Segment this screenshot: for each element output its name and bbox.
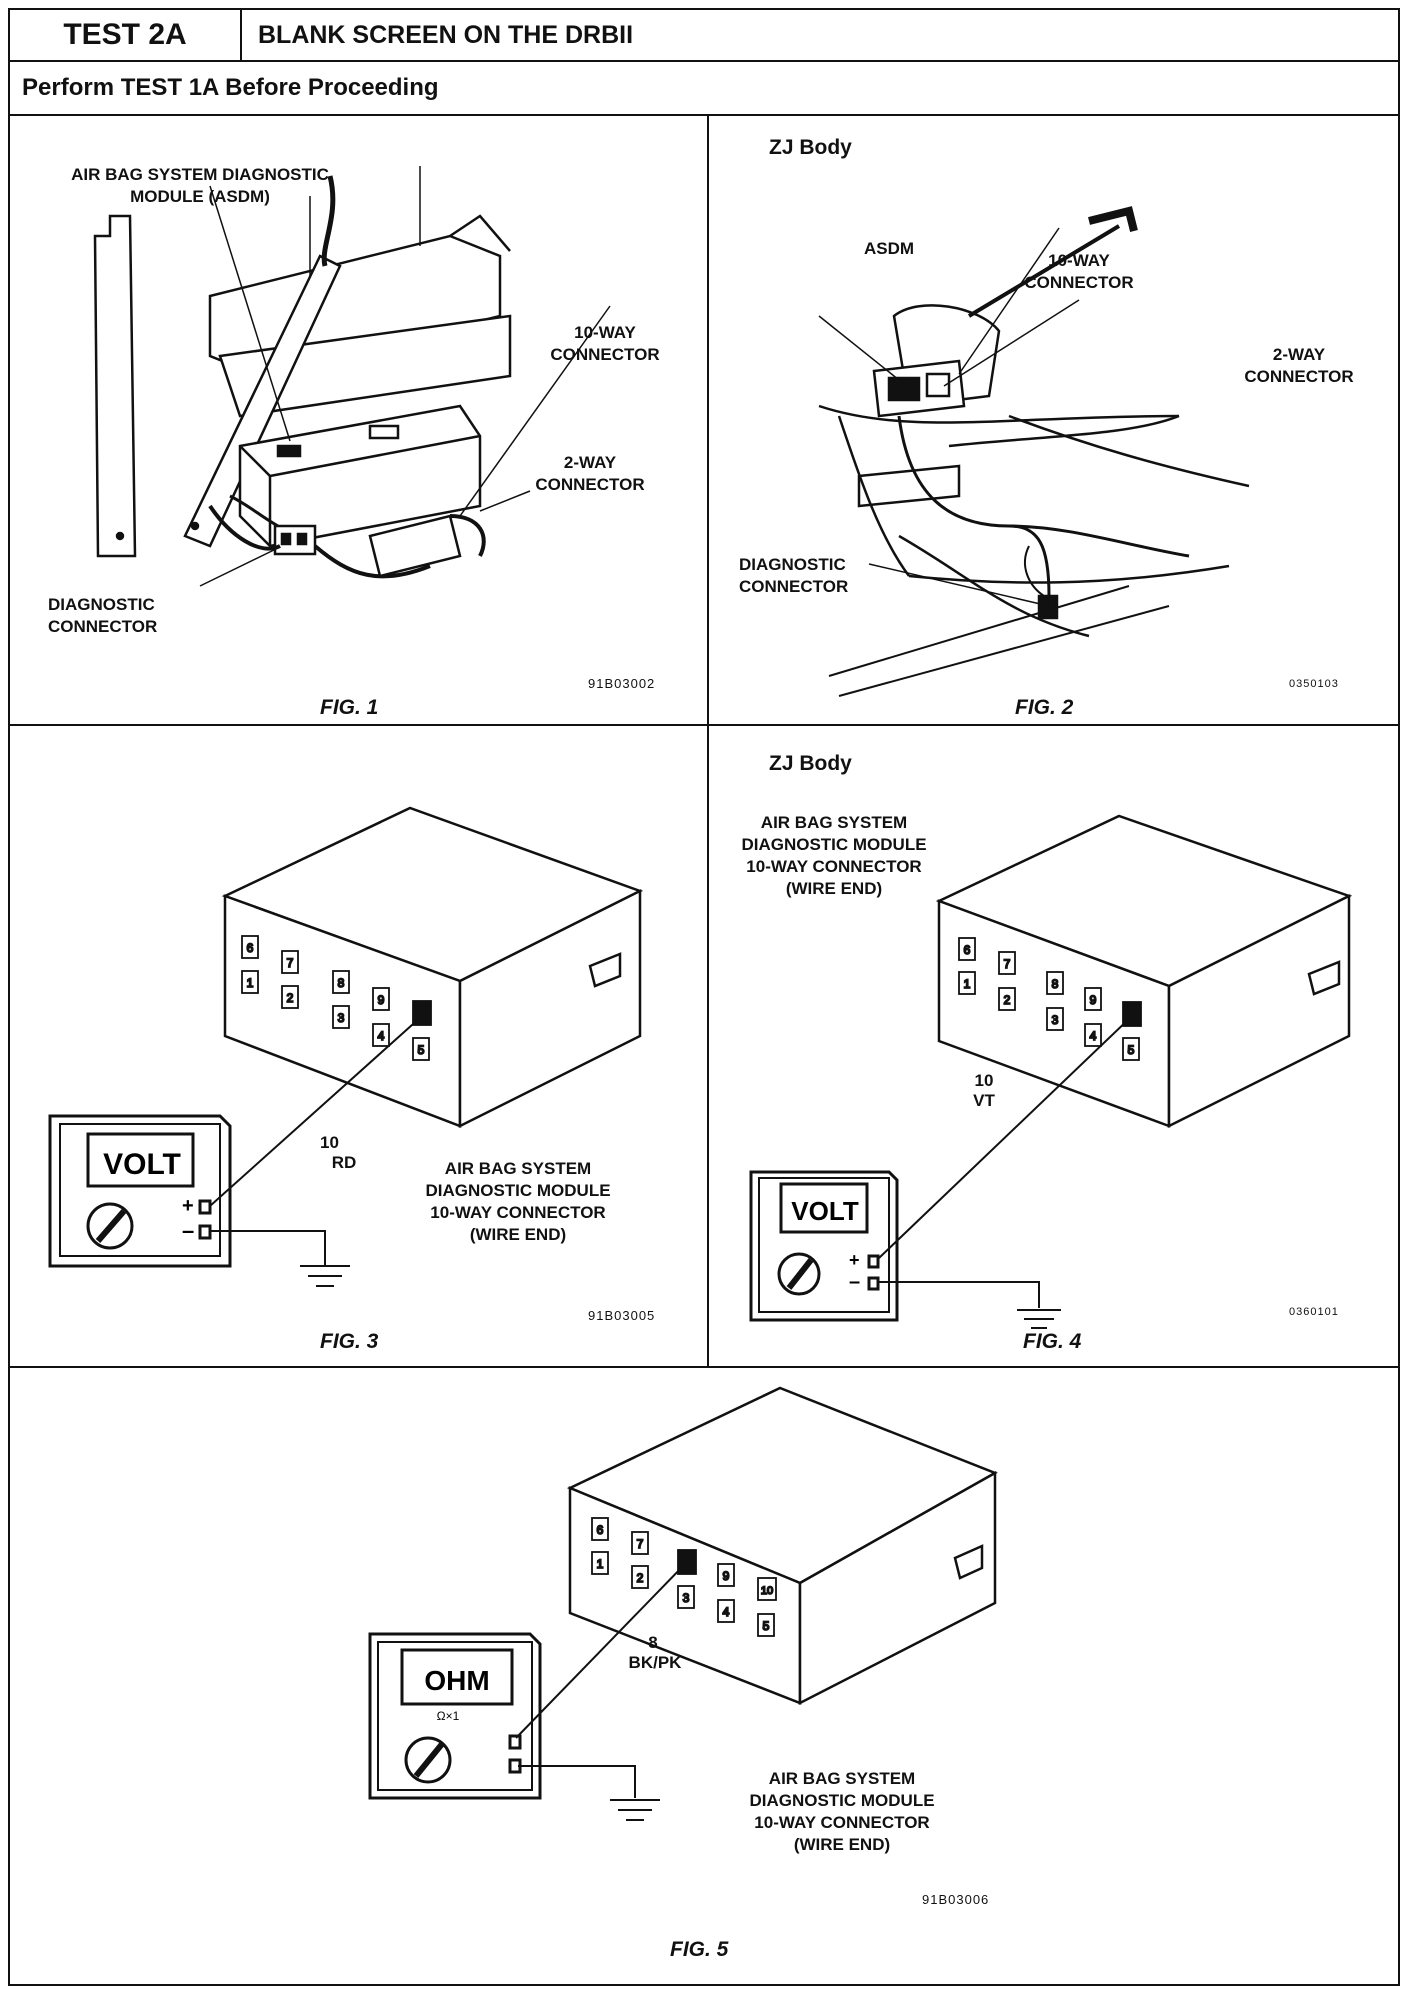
- fig1-asdm-label: AIR BAG SYSTEM DIAGNOSTIC MODULE (ASDM): [71, 165, 329, 206]
- svg-text:3: 3: [683, 1591, 690, 1605]
- fig3-meter-display: VOLT: [103, 1148, 181, 1181]
- fig3-minus-sign: –: [182, 1218, 194, 1243]
- fig2-asdm-label: ASDM: [863, 239, 915, 258]
- fig5-code: 91B03006: [922, 1892, 990, 1907]
- fig4-caption: FIG. 4: [1023, 1330, 1082, 1353]
- svg-text:3: 3: [338, 1011, 345, 1025]
- asdm-location-illustration: [93, 166, 611, 587]
- test-header: TEST 2A BLANK SCREEN ON THE DRBII: [10, 10, 1398, 62]
- fig3-code: 91B03005: [588, 1308, 656, 1323]
- svg-text:10: 10: [761, 1585, 773, 1597]
- fig4-body-label: ZJ Body: [769, 752, 852, 775]
- grid-divider-row2: [10, 1366, 1398, 1368]
- voltmeter-test-rd-illustration: 6 7 1 2 8 3 9 4 5 VOLT +: [48, 806, 644, 1287]
- svg-text:6: 6: [964, 943, 971, 957]
- svg-text:1: 1: [247, 976, 254, 990]
- svg-text:5: 5: [763, 1619, 770, 1633]
- fig2-diagnostic-label: DIAGNOSTIC CONNECTOR: [739, 555, 849, 596]
- fig3-wire-num: 10: [320, 1133, 339, 1152]
- grid-divider-vertical: [707, 116, 709, 1368]
- fig3-module-label: AIR BAG SYSTEM DIAGNOSTIC MODULE 10-WAY …: [425, 1159, 611, 1244]
- svg-text:7: 7: [1004, 957, 1011, 971]
- prerequisite-row: Perform TEST 1A Before Proceeding: [10, 62, 1398, 116]
- fig1-10-way-label: 10-WAY CONNECTOR: [550, 323, 660, 364]
- fig5-module-label: AIR BAG SYSTEM DIAGNOSTIC MODULE 10-WAY …: [749, 1769, 935, 1854]
- prerequisite-text: Perform TEST 1A Before Proceeding: [22, 74, 439, 101]
- grid-divider-row1: [10, 724, 1398, 726]
- svg-text:1: 1: [964, 977, 971, 991]
- fig4-code: 0360101: [1289, 1306, 1339, 1318]
- fig5-caption: FIG. 5: [670, 1938, 729, 1961]
- svg-text:9: 9: [378, 993, 385, 1007]
- fig4-meter-display: VOLT: [791, 1196, 859, 1226]
- svg-text:9: 9: [723, 1569, 730, 1583]
- svg-text:4: 4: [723, 1605, 730, 1619]
- svg-text:7: 7: [287, 956, 294, 970]
- zj-steering-column-illustration: [818, 206, 1250, 697]
- fig2-2-way-label: 2-WAY CONNECTOR: [1244, 345, 1354, 386]
- svg-text:7: 7: [637, 1537, 644, 1551]
- fig2-10-way-label: 10-WAY CONNECTOR: [1024, 251, 1134, 292]
- svg-text:9: 9: [1090, 993, 1097, 1007]
- figure-5: 6 7 1 2 3 9 4 10 5 OHM Ω×1: [10, 1368, 1398, 1984]
- svg-text:3: 3: [1052, 1013, 1059, 1027]
- fig1-caption: FIG. 1: [320, 696, 379, 719]
- svg-text:6: 6: [247, 941, 254, 955]
- fig4-plus-sign: +: [849, 1250, 860, 1270]
- svg-text:4: 4: [1090, 1029, 1097, 1043]
- fig3-wire-color: RD: [331, 1153, 357, 1172]
- svg-text:6: 6: [597, 1523, 604, 1537]
- fig2-caption: FIG. 2: [1015, 696, 1074, 719]
- fig4-module-label: AIR BAG SYSTEM DIAGNOSTIC MODULE 10-WAY …: [741, 813, 927, 898]
- figure-2: ZJ Body ASDM 10-WAY CONNECTOR 2-WAY CONN…: [709, 116, 1399, 724]
- svg-text:8: 8: [1052, 977, 1059, 991]
- test-page: TEST 2A BLANK SCREEN ON THE DRBII Perfor…: [8, 8, 1400, 1986]
- fig3-plus-sign: +: [182, 1195, 194, 1217]
- fig5-range-label: Ω×1: [437, 1709, 460, 1723]
- fig5-wire-num: 8: [648, 1633, 658, 1652]
- fig1-2-way-label: 2-WAY CONNECTOR: [535, 453, 645, 494]
- fig2-code: 0350103: [1289, 678, 1339, 690]
- ohmmeter-test-illustration: 6 7 1 2 3 9 4 10 5 OHM Ω×1: [368, 1386, 998, 1821]
- fig4-wire-color: VT: [973, 1091, 995, 1110]
- fig5-wire-color: BK/PK: [628, 1653, 682, 1672]
- test-id: TEST 2A: [10, 10, 242, 60]
- svg-text:2: 2: [287, 991, 294, 1005]
- svg-text:2: 2: [637, 1571, 644, 1585]
- fig1-diagnostic-label: DIAGNOSTIC CONNECTOR: [48, 595, 158, 636]
- voltmeter-test-vt-illustration: 6 7 1 2 8 3 9 4 5 VOLT +: [749, 814, 1353, 1329]
- figure-3: 6 7 1 2 8 3 9 4 5 VOLT +: [10, 726, 707, 1366]
- svg-text:5: 5: [418, 1043, 425, 1057]
- figure-4: 6 7 1 2 8 3 9 4 5 VOLT +: [709, 726, 1399, 1366]
- fig4-wire-num: 10: [974, 1071, 994, 1090]
- fig5-meter-display: OHM: [424, 1665, 489, 1696]
- svg-text:4: 4: [378, 1029, 385, 1043]
- fig2-body-label: ZJ Body: [769, 136, 852, 159]
- fig4-minus-sign: –: [849, 1271, 860, 1293]
- svg-text:8: 8: [338, 976, 345, 990]
- svg-text:2: 2: [1004, 993, 1011, 1007]
- test-title: BLANK SCREEN ON THE DRBII: [258, 20, 634, 49]
- fig1-code: 91B03002: [588, 676, 656, 691]
- fig3-caption: FIG. 3: [320, 1330, 379, 1353]
- svg-text:1: 1: [597, 1557, 604, 1571]
- figure-1: AIR BAG SYSTEM DIAGNOSTIC MODULE (ASDM) …: [10, 116, 707, 724]
- svg-text:5: 5: [1128, 1043, 1135, 1057]
